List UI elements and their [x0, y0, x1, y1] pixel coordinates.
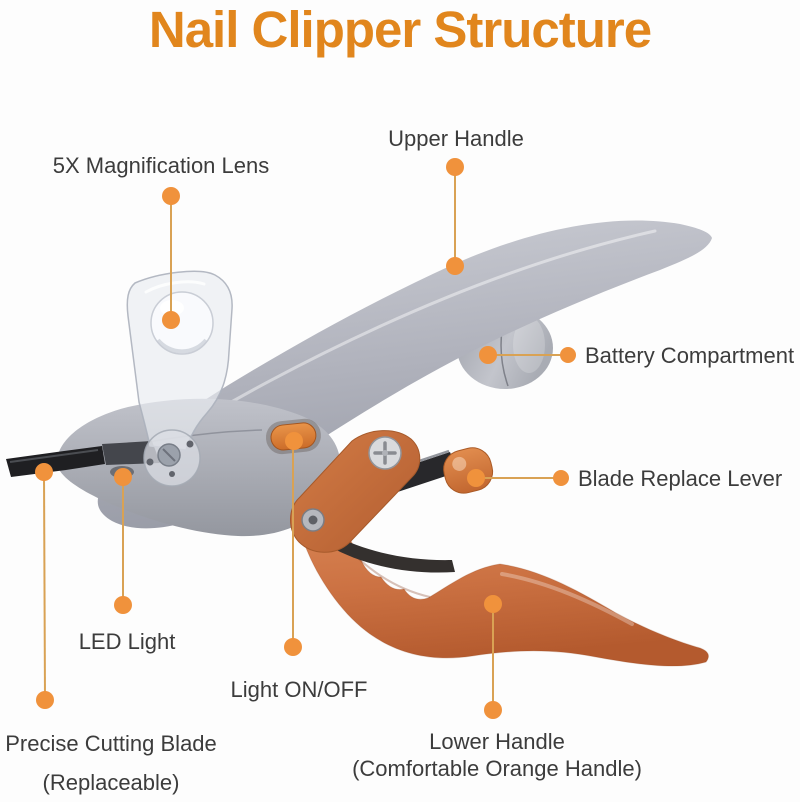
label-light-switch: Light ON/OFF: [230, 677, 368, 702]
callout-dot: [285, 432, 303, 450]
label-lower-handle: Lower Handle (Comfortable Orange Handle): [352, 728, 642, 782]
callout-led-light: [114, 468, 132, 614]
callout-dot: [484, 701, 502, 719]
callout-upper-handle: [446, 158, 464, 275]
callout-dot: [36, 691, 54, 709]
callout-light-switch: [284, 432, 303, 656]
callout-dot: [35, 463, 53, 481]
callout-dot: [162, 311, 180, 329]
callout-dot: [446, 158, 464, 176]
lever-bracket-part: [290, 430, 421, 553]
label-magnification-lens: 5X Magnification Lens: [52, 153, 270, 178]
magnification-lens-part: [126, 270, 233, 451]
callout-dot: [467, 469, 485, 487]
callout-battery-compartment: [479, 346, 576, 364]
page-title: Nail Clipper Structure: [148, 1, 652, 58]
pivot-screw-part: [143, 429, 201, 487]
callout-cutting-blade: [35, 463, 54, 709]
callout-lower-handle: [484, 595, 502, 719]
callout-dot: [114, 596, 132, 614]
callout-dot: [484, 595, 502, 613]
label-battery-compartment: Battery Compartment: [585, 343, 795, 368]
label-lower-handle-line1: Lower Handle: [429, 729, 565, 754]
callout-dot: [479, 346, 497, 364]
label-cutting-blade-line2: (Replaceable): [42, 770, 180, 795]
label-lower-handle-line2: (Comfortable Orange Handle): [352, 756, 642, 781]
callout-magnification-lens: [162, 187, 180, 329]
label-cutting-blade-line1: Precise Cutting Blade: [5, 731, 217, 756]
callout-dot: [553, 470, 569, 486]
label-led-light: LED Light: [78, 629, 176, 654]
callout-dot: [446, 257, 464, 275]
callout-dot: [162, 187, 180, 205]
callout-dot: [114, 468, 132, 486]
label-cutting-blade: Precise Cutting Blade (Replaceable): [5, 724, 217, 802]
callout-dot: [284, 638, 302, 656]
callout-blade-replace-lever: [467, 469, 569, 487]
callout-dot: [560, 347, 576, 363]
label-blade-replace-lever: Blade Replace Lever: [578, 466, 783, 491]
label-upper-handle: Upper Handle: [388, 126, 524, 151]
